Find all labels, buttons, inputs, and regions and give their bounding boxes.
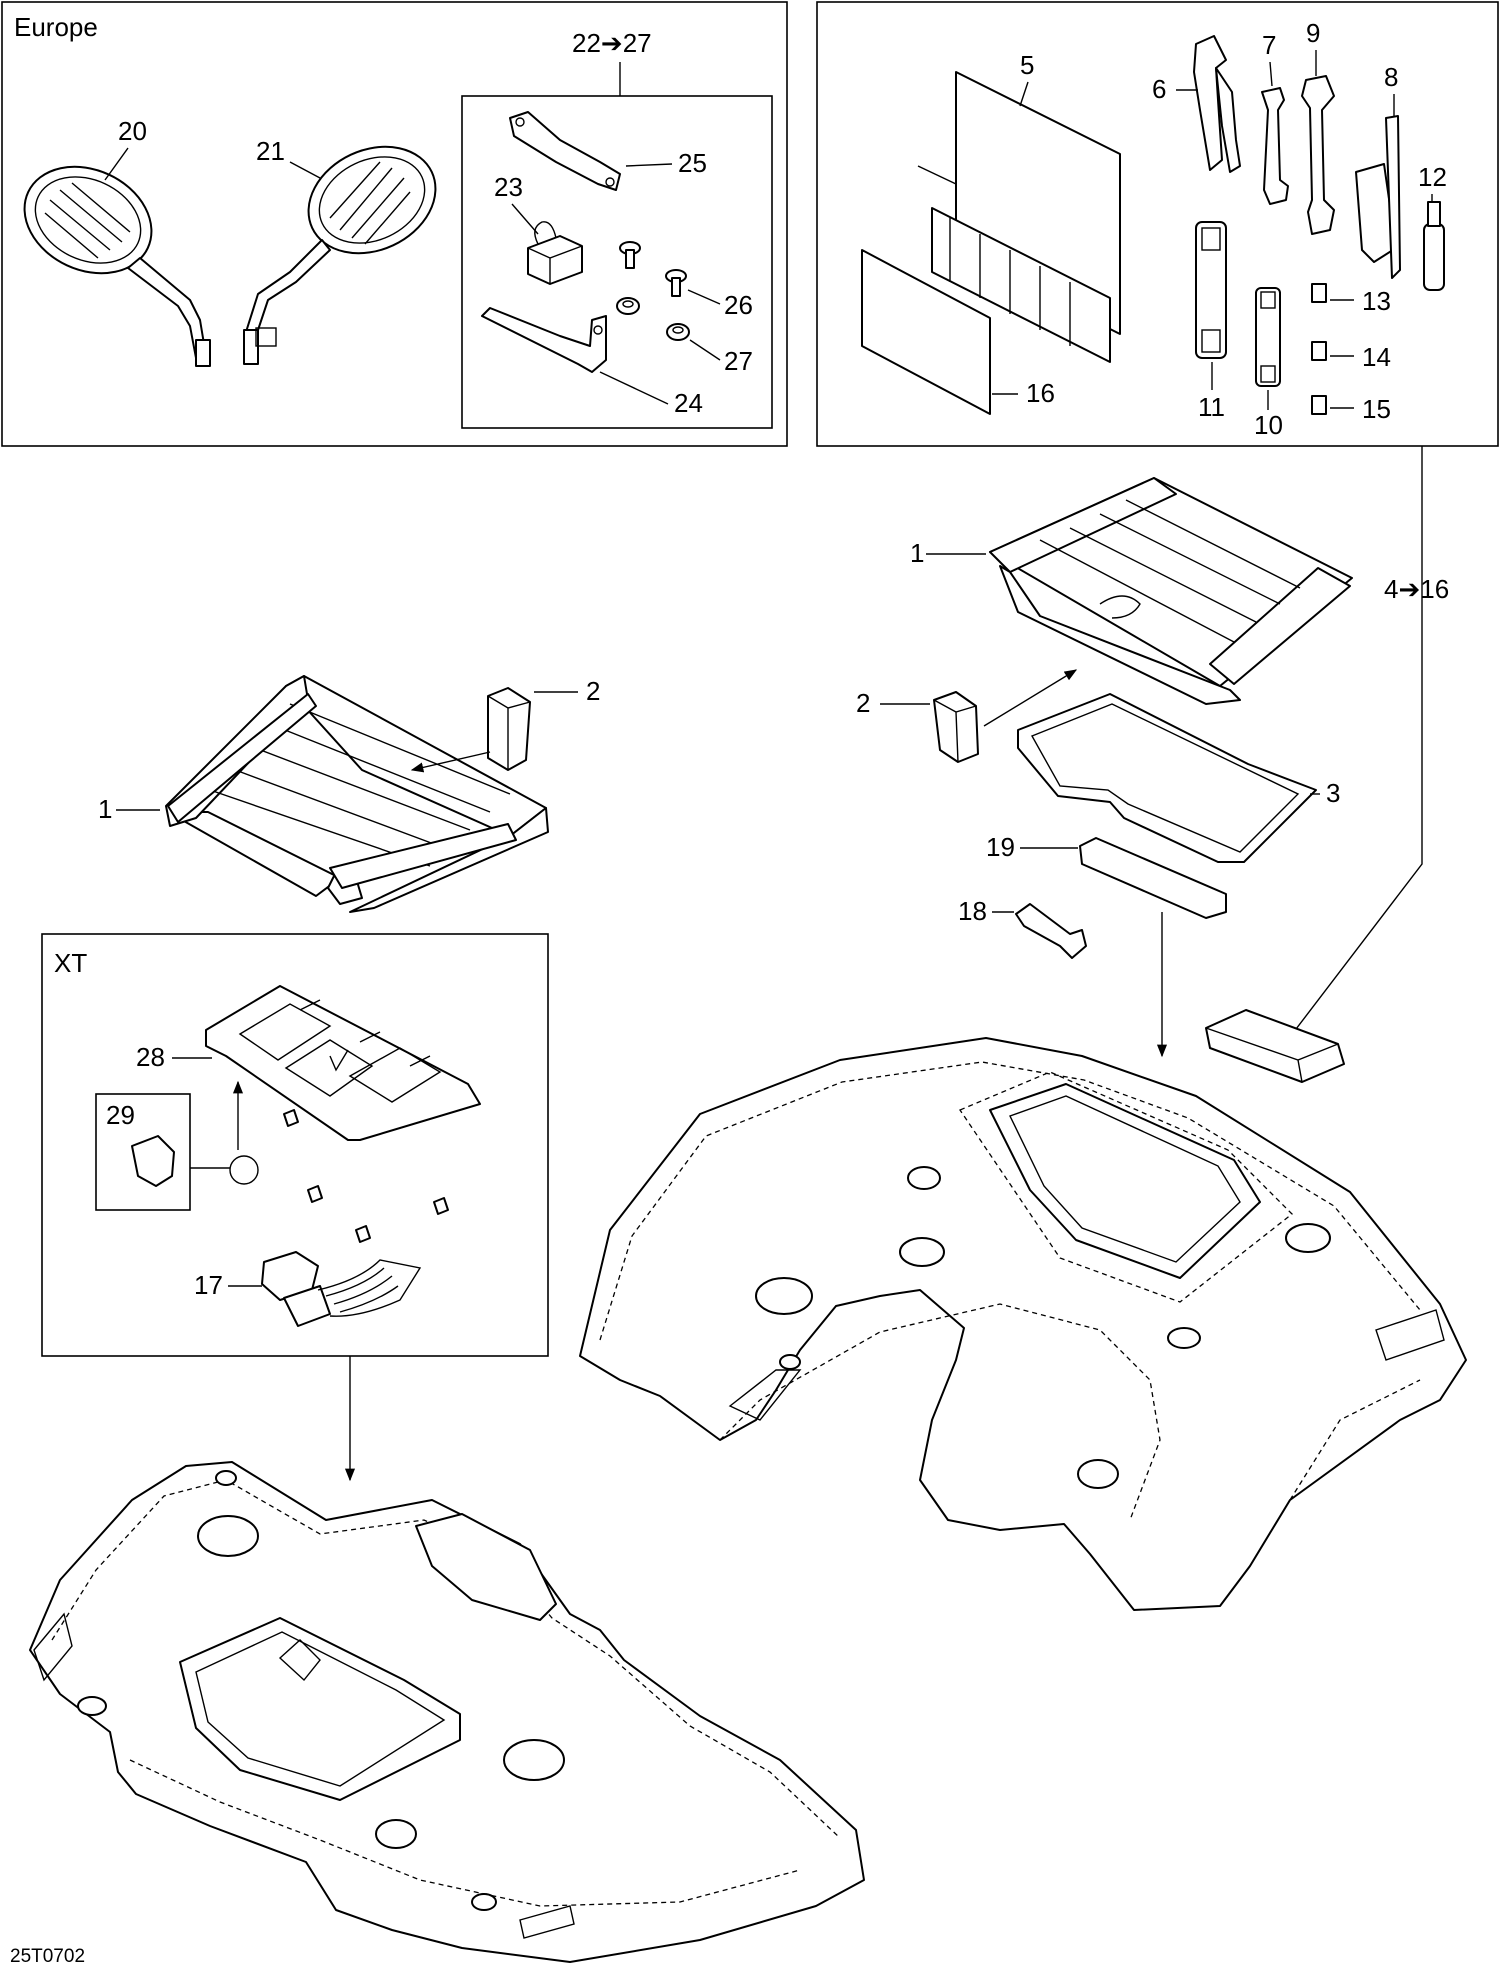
callout-1a: 1 bbox=[98, 794, 112, 824]
callout-20: 20 bbox=[118, 116, 147, 146]
nuts-27 bbox=[616, 297, 690, 341]
bracket-24 bbox=[481, 307, 607, 373]
bracket-25 bbox=[509, 111, 621, 191]
seal-3 bbox=[1017, 693, 1317, 863]
leader-23 bbox=[511, 203, 539, 235]
leader-5 bbox=[1019, 81, 1029, 107]
callout-14: 14 bbox=[1362, 342, 1391, 372]
harness-17 bbox=[261, 1251, 422, 1327]
lock-23 bbox=[527, 221, 583, 285]
callout-2a: 2 bbox=[586, 676, 600, 706]
europe-box: Europe 20 21 22➔27 25 bbox=[1, 1, 788, 447]
clip-location-circle bbox=[229, 1155, 259, 1185]
fuse-14 bbox=[1311, 341, 1327, 361]
screwdriver-8 bbox=[1355, 115, 1401, 279]
callout-25: 25 bbox=[678, 148, 707, 178]
europe-title: Europe bbox=[14, 12, 98, 42]
callout-28: 28 bbox=[136, 1042, 165, 1072]
rear-fender bbox=[579, 1037, 1467, 1611]
tool-bag bbox=[1205, 1009, 1345, 1083]
callout-26: 26 bbox=[724, 290, 753, 320]
callout-24: 24 bbox=[674, 388, 703, 418]
europe-kit-subbox bbox=[461, 95, 773, 429]
xt-box: XT 28 29 17 bbox=[41, 933, 549, 1357]
leader-24 bbox=[599, 371, 669, 405]
box-wrench-10 bbox=[1255, 287, 1281, 387]
leader-27 bbox=[689, 339, 721, 361]
bolts-26 bbox=[619, 241, 687, 297]
callout-5: 5 bbox=[1020, 50, 1034, 80]
box-wrench-11 bbox=[1195, 221, 1227, 359]
callout-29: 29 bbox=[106, 1100, 135, 1130]
right-rack bbox=[989, 477, 1353, 705]
callout-27: 27 bbox=[724, 346, 753, 376]
callout-8: 8 bbox=[1384, 62, 1398, 92]
pliers-6 bbox=[1193, 35, 1241, 173]
callout-13: 13 bbox=[1362, 286, 1391, 316]
left-rack bbox=[165, 675, 549, 913]
strap-19 bbox=[1079, 837, 1227, 919]
callout-15: 15 bbox=[1362, 394, 1391, 424]
callout-10: 10 bbox=[1254, 410, 1283, 440]
front-fender bbox=[29, 1461, 865, 1963]
wrench-9 bbox=[1301, 75, 1335, 235]
leader-7 bbox=[1269, 61, 1273, 87]
panel-28 bbox=[205, 985, 481, 1141]
xt-frame bbox=[41, 933, 549, 1357]
callout-12: 12 bbox=[1418, 162, 1447, 192]
clip-29 bbox=[131, 1135, 175, 1187]
wrench-18 bbox=[1015, 903, 1087, 959]
leader-26 bbox=[687, 289, 721, 305]
wrench-7 bbox=[1261, 87, 1289, 205]
callout-18: 18 bbox=[958, 896, 987, 926]
kit-range-22-27: 22➔27 bbox=[572, 28, 652, 58]
callout-9: 9 bbox=[1306, 18, 1320, 48]
leader-21 bbox=[289, 161, 321, 179]
callout-21: 21 bbox=[256, 136, 285, 166]
arrow-2a bbox=[410, 751, 491, 773]
right-rack-clip bbox=[933, 691, 979, 763]
leader-20 bbox=[104, 147, 129, 181]
callout-17: 17 bbox=[194, 1270, 223, 1300]
tool-pouch-5 bbox=[917, 71, 1121, 363]
kit-range-4-16: 4➔16 bbox=[1384, 574, 1449, 604]
toolkit-box: 16 5 6 7 9 bbox=[816, 1, 1499, 447]
leader-4-16 bbox=[1279, 446, 1423, 1051]
xt-title: XT bbox=[54, 948, 87, 978]
europe-frame bbox=[1, 1, 788, 447]
arrow-2b bbox=[983, 669, 1078, 727]
left-rack-clip bbox=[487, 687, 531, 771]
callout-3: 3 bbox=[1326, 778, 1340, 808]
tool-12 bbox=[1423, 201, 1445, 291]
callout-6: 6 bbox=[1152, 74, 1166, 104]
clip-inset-frame bbox=[95, 1093, 191, 1211]
callout-19: 19 bbox=[986, 832, 1015, 862]
callout-7: 7 bbox=[1262, 30, 1276, 60]
left-mirror bbox=[23, 165, 211, 367]
callout-16: 16 bbox=[1026, 378, 1055, 408]
callout-1b: 1 bbox=[910, 538, 924, 568]
callout-11: 11 bbox=[1198, 392, 1225, 422]
callout-23: 23 bbox=[494, 172, 523, 202]
fuse-13 bbox=[1311, 283, 1327, 303]
drawing-code: 25T0702 bbox=[10, 1946, 85, 1967]
leader-25 bbox=[625, 163, 673, 167]
right-mirror bbox=[243, 145, 437, 365]
card-16 bbox=[861, 249, 991, 415]
fuse-15 bbox=[1311, 395, 1327, 415]
callout-2b: 2 bbox=[856, 688, 870, 718]
toolkit-frame bbox=[816, 1, 1499, 447]
